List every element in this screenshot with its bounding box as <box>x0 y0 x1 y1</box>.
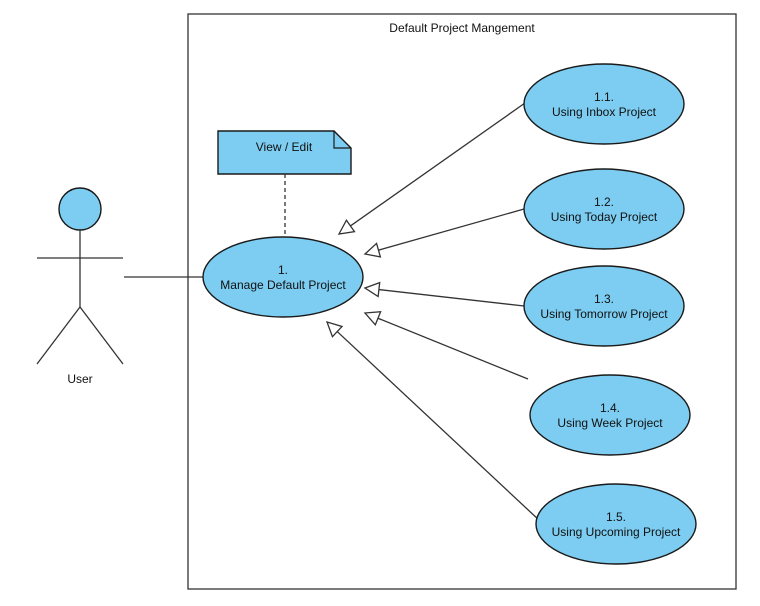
usecase-shape <box>535 483 697 565</box>
generalization-line-1 <box>350 102 526 227</box>
usecase-shape <box>523 168 685 250</box>
generalization-line-3 <box>378 288 525 307</box>
actor-head <box>58 187 102 231</box>
usecase-week[interactable]: 1.4. Using Week Project <box>529 374 691 456</box>
note-view-edit[interactable]: View / Edit <box>217 130 352 175</box>
usecase-label: Using Week Project <box>557 416 663 430</box>
generalization-arrowhead-2 <box>363 242 382 258</box>
generalization-arrowhead-4 <box>363 311 382 326</box>
boundary-title: Default Project Mangement <box>389 21 535 35</box>
usecase-shape <box>202 236 364 318</box>
usecase-manage-default-project[interactable]: 1. Manage Default Project <box>202 236 364 318</box>
generalization-arrowhead-1 <box>337 218 356 235</box>
usecase-shape <box>523 63 685 145</box>
usecase-inbox[interactable]: 1.1. Using Inbox Project <box>523 63 685 145</box>
usecase-today[interactable]: 1.2. Using Today Project <box>523 168 685 250</box>
usecase-shape <box>523 265 685 347</box>
usecase-number: 1.4. <box>600 401 620 415</box>
actor-left-leg <box>36 306 81 365</box>
usecase-upcoming[interactable]: 1.5. Using Upcoming Project <box>535 483 697 565</box>
generalization-line-2 <box>378 208 525 251</box>
usecase-label: Using Upcoming Project <box>552 525 681 539</box>
note-fold <box>333 131 351 149</box>
usecase-number: 1. <box>278 263 288 277</box>
usecase-number: 1.1. <box>594 90 614 104</box>
usecase-tomorrow[interactable]: 1.3. Using Tomorrow Project <box>523 265 685 347</box>
actor-right-leg <box>79 306 124 365</box>
usecase-number: 1.5. <box>606 510 626 524</box>
generalization-arrows <box>325 102 541 522</box>
usecase-label: Manage Default Project <box>220 278 346 292</box>
usecase-number: 1.3. <box>594 292 614 306</box>
usecase-number: 1.2. <box>594 195 614 209</box>
actor-user[interactable]: User <box>36 187 124 386</box>
actor-label: User <box>67 372 92 386</box>
note-shape <box>217 130 352 175</box>
note-label: View / Edit <box>256 140 313 154</box>
usecase-label: Using Inbox Project <box>552 105 657 119</box>
usecase-shape <box>529 374 691 456</box>
generalization-arrowhead-3 <box>363 281 381 298</box>
generalization-line-5 <box>336 331 541 522</box>
generalization-line-4 <box>377 317 529 380</box>
usecase-label: Using Tomorrow Project <box>540 307 668 321</box>
generalization-arrowhead-5 <box>325 321 344 338</box>
usecase-label: Using Today Project <box>551 210 658 224</box>
